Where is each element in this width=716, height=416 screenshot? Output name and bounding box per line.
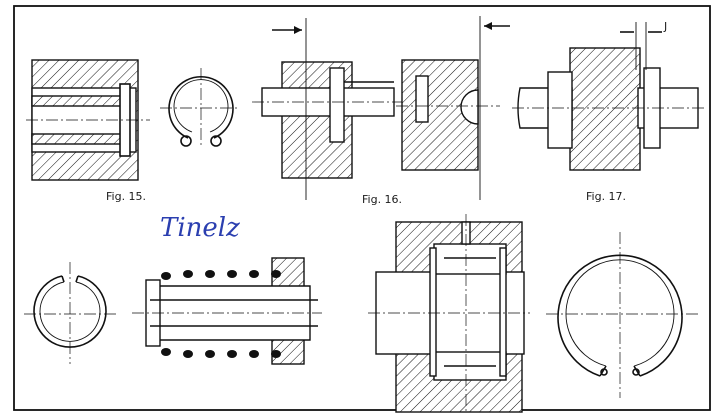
spring-coils-bottom [161,348,281,358]
small-ring-view [24,262,118,364]
spring-ring-shaft [132,257,322,365]
fig15-caption: Fig. 15. [106,190,146,203]
handwritten-note: Tinelz [160,213,240,243]
fig16-groove-detail [396,16,510,200]
fig15-ring-view [160,68,240,148]
bearing-assembly-section [368,214,530,413]
fig15-housing-section [26,59,150,181]
sheet-border [13,5,711,411]
large-ring-view [546,232,700,398]
clearance-label: J [663,20,667,33]
fig16-shaft-assembly [252,18,404,200]
fig17-shaft-clearance [512,22,706,171]
fig17-caption: Fig. 17. [586,190,626,203]
spring-coils-top [161,270,281,280]
fig16-caption: Fig. 16. [362,193,402,206]
